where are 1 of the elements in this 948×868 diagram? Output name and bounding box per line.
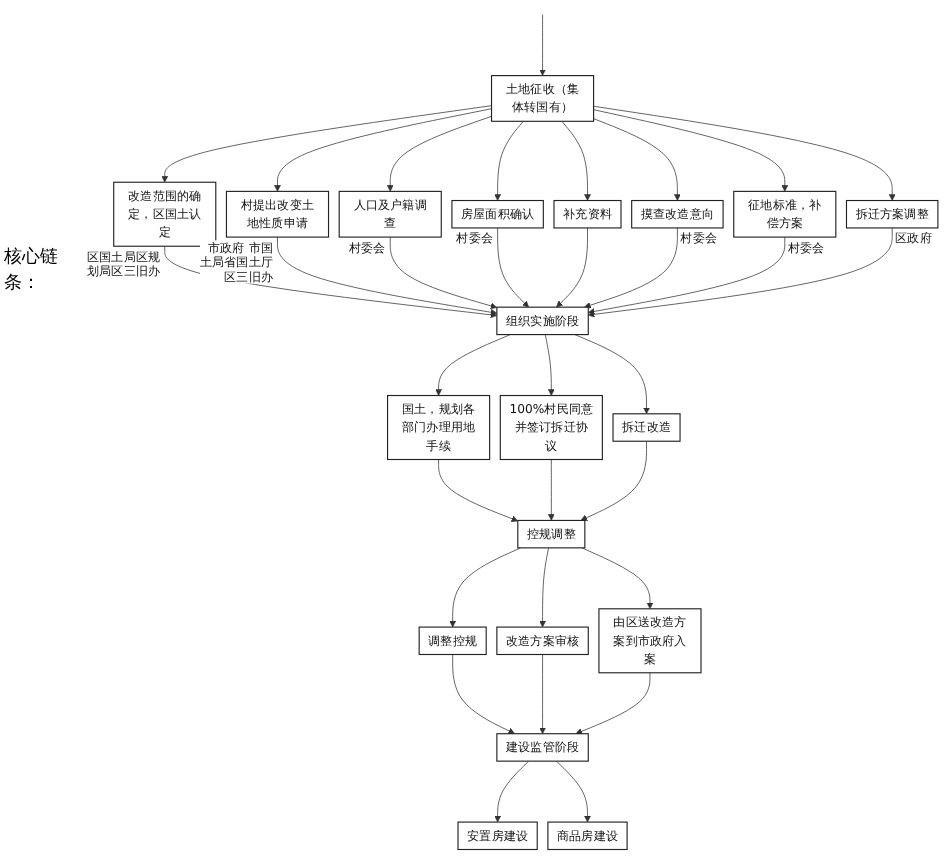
note-text: 核心链条： <box>4 245 60 296</box>
